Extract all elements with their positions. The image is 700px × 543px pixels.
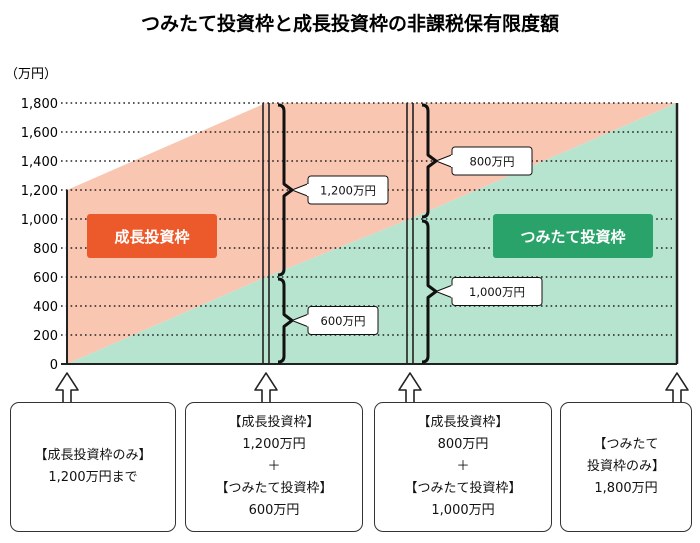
callout-label: 600万円 (321, 314, 366, 328)
stage-description-box: 【つみたて投資枠のみ】 1,800万円 (560, 402, 692, 532)
y-tick-label: 1,000 (21, 213, 58, 228)
unit-label: （万円） (5, 67, 57, 82)
series-tag-label: 成長投資枠 (114, 228, 189, 246)
series-tag-label: つみたて投資枠 (520, 228, 625, 246)
stage-description-box: 【成長投資枠】 800万円 ＋ 【つみたて投資枠】 1,000万円 (374, 402, 552, 532)
y-tick-label: 1,800 (21, 97, 58, 112)
stage-description-line: 1,000万円 (431, 503, 495, 518)
stage-description-line: 1,800万円 (594, 481, 658, 496)
up-arrow (55, 372, 79, 405)
stage-description-box: 【成長投資枠】 1,200万円 ＋ 【つみたて投資枠】 600万円 (185, 402, 363, 532)
stage-description-line: 800万円 (437, 437, 489, 452)
stage-description-line: 1,200万円 (242, 437, 306, 452)
stage-description-box: 【成長投資枠のみ】 1,200万円まで (10, 402, 176, 532)
stage-description-line: 【成長投資枠のみ】 (34, 448, 152, 463)
up-arrow (398, 372, 422, 405)
callout-label: 1,000万円 (469, 285, 525, 299)
stage-description-line: 【つみたて (593, 437, 659, 452)
y-tick-label: 1,400 (21, 155, 58, 170)
y-tick-label: 0 (50, 358, 58, 373)
stage-description-line: ＋ (456, 459, 470, 474)
y-tick-label: 200 (33, 329, 58, 344)
series-tag (87, 214, 217, 258)
y-tick-label: 600 (33, 271, 58, 286)
up-arrow (254, 372, 278, 405)
stage-description-line: 600万円 (248, 503, 300, 518)
callout-label: 1,200万円 (320, 184, 376, 198)
chart-title: つみたて投資枠と成長投資枠の非課税保有限度額 (141, 12, 559, 35)
stage-description-line: 【成長投資枠】 (417, 415, 509, 430)
y-tick-label: 400 (33, 300, 58, 315)
stage-description-line: 【つみたて投資枠】 (215, 481, 333, 496)
y-tick-label: 1,200 (21, 184, 58, 199)
up-arrow (665, 372, 689, 405)
stage-description-line: 1,200万円まで (48, 470, 138, 485)
series-tag (493, 214, 653, 258)
callout-label: 800万円 (470, 155, 515, 169)
stage-description-line: 【つみたて投資枠】 (404, 481, 522, 496)
y-tick-label: 800 (33, 242, 58, 257)
y-tick-label: 1,600 (21, 126, 58, 141)
stage-description-line: ＋ (267, 459, 281, 474)
stage-description-line: 【成長投資枠】 (228, 415, 320, 430)
stage-description-line: 投資枠のみ】 (586, 459, 665, 474)
